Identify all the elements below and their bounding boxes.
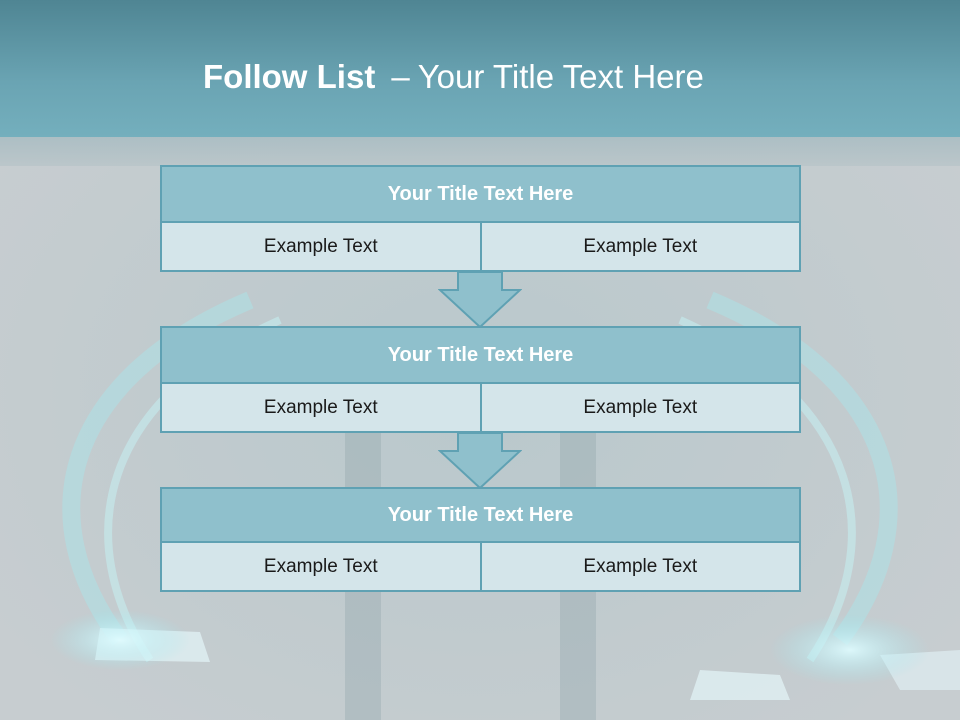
block-row: Example Text Example Text [160, 543, 801, 592]
block-cell-left[interactable]: Example Text [160, 223, 482, 272]
title-separator: – [391, 58, 410, 95]
title-rest: Your Title Text Here [417, 58, 704, 95]
block-row: Example Text Example Text [160, 384, 801, 433]
list-block-2: Your Title Text Here Example Text Exampl… [160, 326, 801, 433]
down-arrow-icon [438, 432, 522, 490]
header-strip [0, 137, 960, 166]
header-band [0, 0, 960, 137]
block-cell-right[interactable]: Example Text [481, 543, 801, 592]
block-title[interactable]: Your Title Text Here [160, 487, 801, 543]
block-cell-right[interactable]: Example Text [481, 384, 801, 433]
block-cell-left[interactable]: Example Text [160, 543, 482, 592]
block-cell-left[interactable]: Example Text [160, 384, 482, 433]
down-arrow-icon [438, 271, 522, 329]
block-title[interactable]: Your Title Text Here [160, 326, 801, 384]
title-bold: Follow List [203, 58, 376, 95]
list-block-1: Your Title Text Here Example Text Exampl… [160, 165, 801, 272]
slide-title[interactable]: Follow List–Your Title Text Here [203, 55, 704, 99]
list-block-3: Your Title Text Here Example Text Exampl… [160, 487, 801, 592]
block-title[interactable]: Your Title Text Here [160, 165, 801, 223]
block-cell-right[interactable]: Example Text [481, 223, 801, 272]
block-row: Example Text Example Text [160, 223, 801, 272]
